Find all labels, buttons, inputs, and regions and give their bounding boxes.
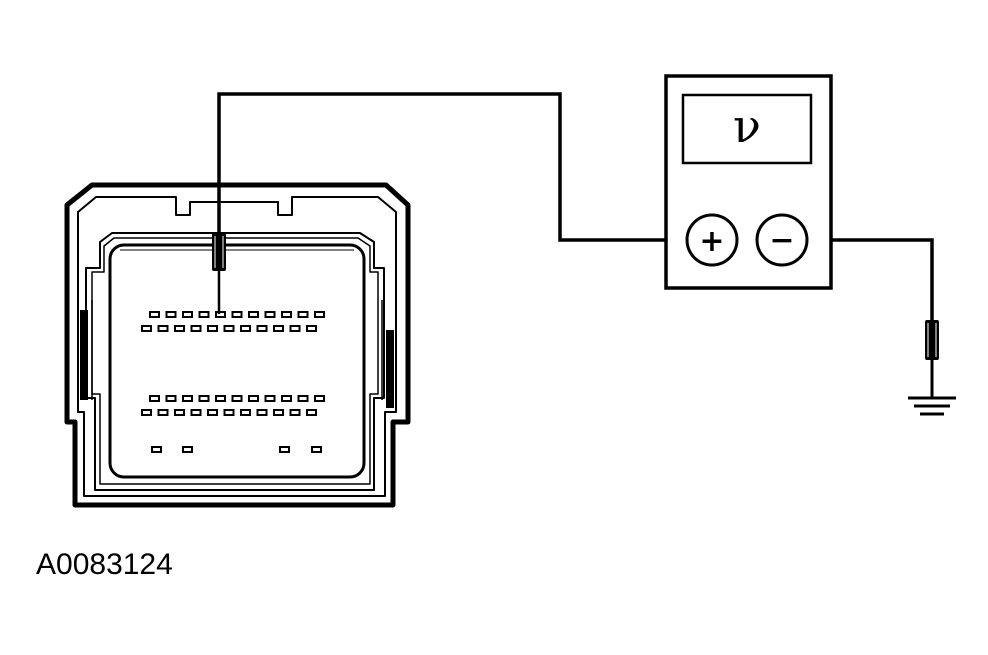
negative-terminal-label: − [769, 223, 794, 258]
connector-pin [190, 325, 202, 332]
figure-id: A0083124 [36, 548, 173, 581]
connector-pin [297, 395, 309, 402]
connector-pin [306, 325, 317, 332]
connector-shroud [85, 232, 385, 491]
voltmeter-symbol: ν [733, 99, 761, 153]
connector-pin [248, 395, 259, 402]
connector-pin [149, 311, 160, 318]
positive-terminal-label: + [699, 224, 724, 259]
connector-pin [314, 311, 325, 318]
connector-pin [273, 325, 284, 332]
connector [64, 182, 411, 508]
negative-terminal [755, 213, 809, 267]
connector-pin [264, 395, 276, 402]
connector-pin [198, 311, 210, 318]
connector-pin [198, 395, 210, 402]
connector-pin [306, 409, 317, 416]
connector-pin [207, 325, 218, 332]
ground-probe [925, 320, 939, 398]
connector-pin [231, 395, 243, 402]
back-probe [212, 233, 226, 314]
connector-pins [141, 311, 325, 453]
connector-pin [281, 395, 292, 402]
connector-pin [157, 325, 169, 332]
connector-pin [311, 446, 322, 453]
connector-pin [149, 395, 160, 402]
connector-pin [165, 311, 177, 318]
voltmeter: ν + − [664, 74, 833, 290]
connector-pin [182, 395, 193, 402]
connector-pin [141, 325, 152, 332]
connector-shroud-inner [91, 237, 379, 485]
wiring [217, 92, 934, 320]
connector-right-lock [386, 330, 394, 408]
connector-pin [256, 325, 268, 332]
connector-face [108, 243, 366, 479]
connector-pin [157, 409, 169, 416]
positive-terminal [685, 213, 739, 267]
connector-pin [223, 409, 235, 416]
connector-pin [207, 409, 218, 416]
connector-pin [297, 311, 309, 318]
connector-pin [231, 311, 243, 318]
connector-pin [264, 311, 276, 318]
connector-outer-housing [64, 182, 411, 508]
connector-pin [182, 311, 193, 318]
connector-pin [240, 325, 251, 332]
connector-pin [281, 311, 292, 318]
negative-lead-wire [806, 238, 934, 320]
connector-pin [289, 409, 301, 416]
connector-pin [289, 325, 301, 332]
ground-symbol [908, 396, 956, 416]
connector-pin [273, 409, 284, 416]
connector-left-lock [80, 310, 88, 400]
positive-lead-wire [217, 92, 687, 242]
connector-pin [190, 409, 202, 416]
connector-pin [165, 395, 177, 402]
connector-pin [174, 325, 185, 332]
connector-pin [182, 446, 193, 453]
voltmeter-display [681, 93, 813, 165]
connector-pin [279, 446, 290, 453]
connector-pin [256, 409, 268, 416]
connector-pin [314, 395, 325, 402]
connector-pin [223, 325, 235, 332]
connector-inner-housing [77, 196, 397, 497]
connector-pin [215, 395, 226, 402]
connector-pin [141, 409, 152, 416]
connector-pin [215, 311, 226, 318]
connector-pin [248, 311, 259, 318]
connector-pin [151, 446, 162, 453]
connector-pin [240, 409, 251, 416]
connector-pin [174, 409, 185, 416]
